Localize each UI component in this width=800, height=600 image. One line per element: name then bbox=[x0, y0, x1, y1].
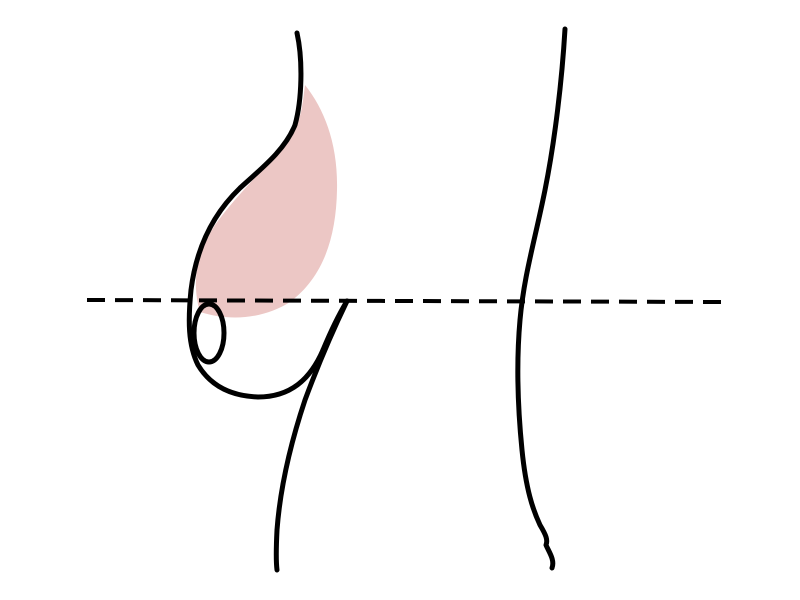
breast-fold-outline bbox=[320, 298, 350, 353]
body-front-outline bbox=[186, 30, 326, 400]
back-outline bbox=[515, 26, 568, 571]
nipple-outline bbox=[191, 301, 227, 365]
shaded-upper-region bbox=[195, 85, 338, 318]
abdomen-outline bbox=[273, 298, 350, 573]
horizontal-dashed-reference-line bbox=[86, 298, 723, 304]
